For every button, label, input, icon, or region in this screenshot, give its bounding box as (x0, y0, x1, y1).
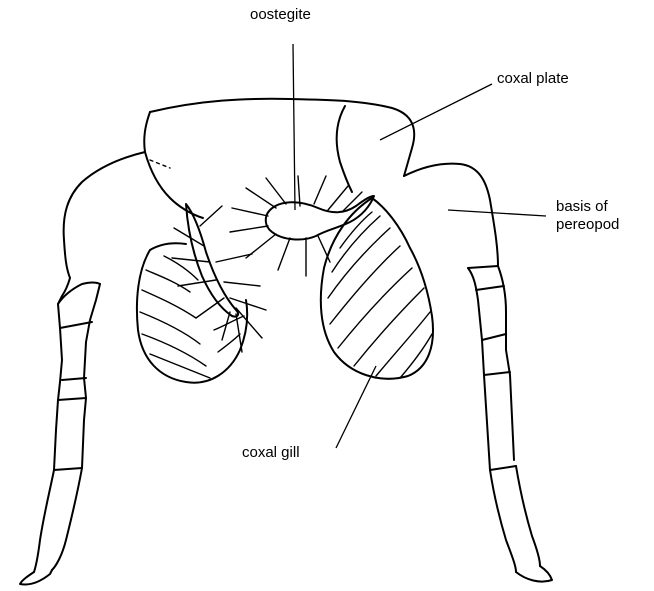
basis-leader (448, 210, 546, 216)
coxal-gill-leader (336, 366, 376, 448)
coxal-gill-label: coxal gill (242, 444, 300, 462)
left-leg (20, 278, 100, 585)
coxal-plate-label: coxal plate (497, 70, 569, 88)
coxal-plate-outline (64, 99, 498, 278)
basis-of-pereopod-label: basis of pereopod (556, 198, 619, 234)
basis-label-line2: pereopod (556, 216, 619, 234)
left-coxal-gill (137, 243, 247, 382)
oostegite-leader (293, 44, 295, 210)
right-leg (468, 266, 552, 582)
oostegite-label: oostegite (250, 6, 311, 24)
basis-label-line1: basis of (556, 198, 619, 216)
right-coxal-gill (321, 198, 433, 379)
oostegite-left (172, 204, 266, 352)
coxal-plate-leader (380, 84, 492, 140)
